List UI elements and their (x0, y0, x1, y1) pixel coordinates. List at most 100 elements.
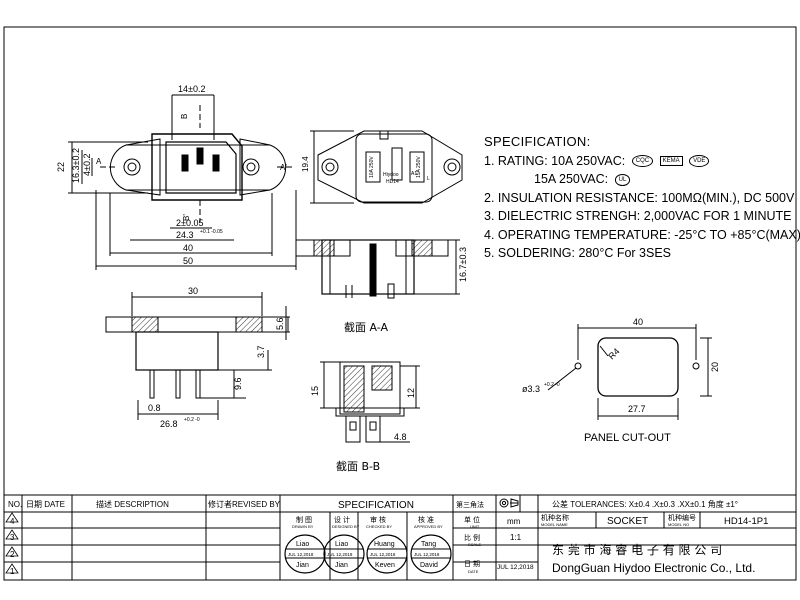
vde-mark-icon: VDE (689, 155, 710, 168)
dim-pc-20: 20 (710, 362, 720, 372)
section-bb-view (320, 361, 420, 443)
dim-24-3-tol: +0.1 -0.05 (200, 229, 223, 235)
tb-spec-label: SPECIFICATION (338, 500, 414, 511)
marker-a-prime: A' (280, 163, 287, 172)
dim-pc-27-7: 27.7 (628, 404, 646, 414)
dim-4: 4±0.2 (82, 154, 92, 176)
tb-model-no: HD14-1P1 (724, 516, 768, 527)
svg-text:Keven: Keven (375, 562, 395, 569)
rev-row-4: 4 (10, 517, 15, 526)
dim-pc-r4: R4 (606, 346, 621, 361)
tb-company-cn: 东 莞 市 海 睿 电 子 有 限 公 司 (552, 542, 722, 557)
face-brand: Hiydoo (383, 172, 399, 178)
stamp-checked: Huang JUL 12,2018 Keven (366, 534, 408, 574)
dim-pc-hole-tol: +0.2 -0 (544, 382, 560, 388)
dim-16-3: 16.3±0.2 (71, 148, 81, 183)
dim-14: 14±0.2 (178, 84, 205, 94)
spec-line-5: 5. SOLDERING: 280°C For 3SES (484, 246, 672, 260)
section-aa-view (295, 239, 460, 299)
rev-row-3: 3 (10, 533, 15, 542)
dim-24-3: 24.3 (176, 230, 194, 240)
tb-model-name-cn: 机种名称 (541, 513, 569, 522)
section-aa-label: 截面 A-A (344, 320, 389, 334)
tb-design-en: DESIGNED BY (332, 524, 360, 529)
marker-a: A (96, 157, 102, 166)
dim-22: 22 (56, 162, 66, 172)
svg-text:Tang: Tang (421, 541, 436, 548)
svg-text:Liao: Liao (296, 541, 309, 548)
front-view (68, 94, 297, 270)
spec-line-1: 1. RATING: 10A 250VAC: CQC KEMA VDE (484, 152, 800, 171)
ul-mark-icon: UL (614, 173, 631, 186)
tb-revised-label: 修订者REVISED BY (208, 499, 281, 509)
spec-line-2: 2. INSULATION RESISTANCE: 100MΩ(MIN.), D… (484, 190, 795, 205)
svg-text:Liao: Liao (335, 541, 348, 548)
dim-16-7: 16.7±0.3 (458, 247, 468, 282)
spec-line-1b: 15A 250VAC: UL (484, 170, 800, 189)
tb-model-no-en: MODEL NO (668, 522, 689, 527)
spec-rating-10a: 1. RATING: 10A 250VAC: (484, 153, 626, 168)
svg-text:JUL 12,2018: JUL 12,2018 (370, 552, 396, 557)
svg-text:Jian: Jian (296, 562, 309, 569)
dim-30: 30 (188, 286, 198, 296)
tb-scale: 1:1 (510, 533, 522, 542)
tb-model-name-en: MODEL NAME (541, 522, 568, 527)
dim-50: 50 (183, 256, 193, 266)
tb-company-en: DongGuan Hiydoo Electronic Co., Ltd. (552, 561, 755, 575)
spec-line-4: 4. OPERATING TEMPERATURE: -25°C TO +85°C… (484, 227, 800, 242)
dim-26-8: 26.8 (160, 419, 178, 429)
stamps: Liao JUL 12,2018 Jian Liao JUL 12,2018 J… (284, 534, 452, 574)
sheet-border (3, 26, 797, 581)
tb-drawn-en: DRAWN BY (292, 524, 314, 529)
tb-design-cn: 设 计 (334, 515, 350, 524)
tb-unit: mm (507, 517, 521, 526)
svg-text:David: David (420, 562, 438, 569)
tb-date-en: DATE (468, 569, 479, 574)
spec-rating-15a: 15A 250VAC: (534, 172, 609, 186)
rev-row-1: 1 (10, 567, 15, 576)
dim-9-6: 9.6 (233, 377, 243, 390)
tb-approve-cn: 核 准 (418, 515, 434, 524)
tb-tolerances: 公差 TOLERANCES: X±0.4 .X±0.3 .XX±0.1 角度 ±… (552, 499, 738, 509)
face-rating-left: 10A 250V (369, 156, 375, 178)
spec-title: SPECIFICATION: (484, 134, 591, 149)
svg-text:Huang: Huang (374, 541, 395, 548)
tb-date-val: JUL 12,2018 (497, 564, 534, 571)
dim-26-8-tol: +0.2 -0 (184, 417, 200, 423)
dim-4-8: 4.8 (394, 432, 407, 442)
tb-scale-en: SCALE (468, 542, 481, 547)
tb-model-no-cn: 机种编号 (668, 513, 696, 522)
tb-check-en: CHECKED BY (366, 524, 392, 529)
dim-5-6: 5.6 (275, 317, 285, 330)
marker-l: L (427, 176, 430, 182)
dim-pc-40: 40 (633, 317, 643, 327)
front-view-labels: 14±0.2 22 16.3±0.2 4±0.2 2±0.05 24.3 +0.… (56, 84, 287, 266)
rev-row-2: 2 (10, 550, 15, 559)
cqc-mark-icon: CQC (631, 155, 654, 168)
side-view (105, 292, 290, 420)
dim-12: 12 (406, 388, 416, 398)
face-model: HD14 (386, 179, 399, 185)
face-view-labels: Hiydoo HD14 10A 250V 15A 250V A1 L 19.4 (301, 156, 430, 185)
tb-projection: 第三角法 (456, 500, 484, 509)
stamp-designed: Liao JUL 12,2018 Jian (323, 534, 365, 574)
tb-model-name: SOCKET (607, 516, 648, 527)
svg-text:JUL 12,2018: JUL 12,2018 (414, 552, 440, 557)
face-rating-right: 15A 250V (416, 156, 422, 178)
stamp-drawn: Liao JUL 12,2018 Jian (284, 534, 326, 574)
panel-cutout-view (547, 324, 712, 420)
panel-cutout-label: PANEL CUT-OUT (584, 432, 671, 444)
marker-b: B (180, 114, 189, 119)
tb-check-cn: 审 核 (370, 515, 386, 524)
tb-date-cn: 日 期 (464, 560, 480, 568)
tb-desc-label: 描述 DESCRIPTION (96, 499, 169, 509)
tb-drawn-cn: 制 图 (296, 515, 312, 524)
dim-0-8: 0.8 (148, 403, 161, 413)
svg-text:JUL 12,2018: JUL 12,2018 (327, 552, 353, 557)
face-view (310, 130, 463, 204)
tb-no-label: NO. (8, 500, 22, 509)
dim-40: 40 (183, 243, 193, 253)
specification-block: SPECIFICATION: 1. RATING: 10A 250VAC: CQ… (484, 133, 800, 263)
kema-mark-icon: KEMA (659, 156, 683, 167)
